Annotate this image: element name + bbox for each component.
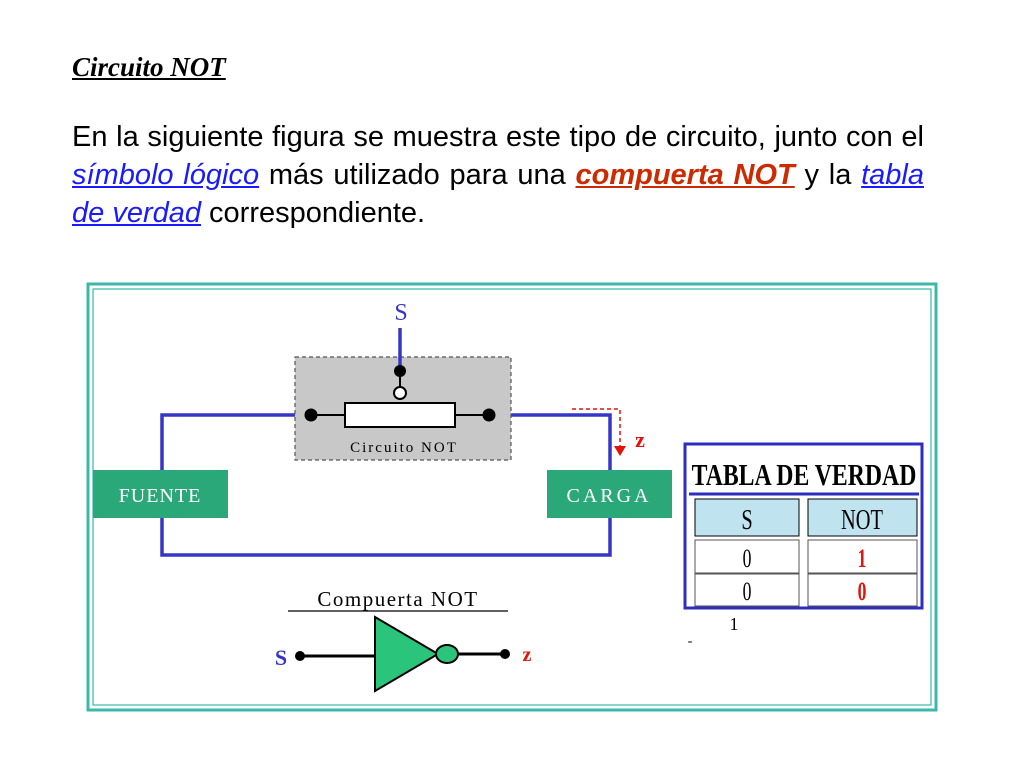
not-gate-bubble [435, 644, 459, 664]
truth-table-cell [694, 573, 800, 607]
truth-table-header-s [694, 498, 800, 537]
circuit-wire [160, 518, 612, 557]
page-title: Circuito NOT [72, 52, 226, 82]
symbol-link[interactable]: símbolo lógico [72, 159, 260, 191]
gate-title: Compuerta NOT [317, 587, 478, 611]
circuit-wire [490, 413, 612, 480]
source-box [93, 470, 228, 518]
truth-table-cell [807, 539, 918, 574]
load-label: CARGA [566, 485, 651, 507]
output-arrow-head [614, 446, 626, 456]
truth-table-fragment-bg [713, 610, 759, 630]
gate-input-terminal [295, 651, 305, 661]
output-label-z: z [635, 427, 645, 452]
truth-table-value: 0 [743, 576, 752, 605]
switch-terminal-right [482, 408, 496, 422]
truth-table-link[interactable]: tabla de verdad [72, 159, 924, 229]
gate-output-label: z [523, 644, 532, 666]
truth-table-fragment: 1 [730, 614, 739, 634]
paragraph-text: y la [794, 159, 862, 191]
source-label: FUENTE [119, 485, 202, 507]
truth-table-header-not [807, 498, 918, 537]
truth-table-value: 0 [743, 543, 752, 572]
gate-input-label: S [275, 645, 287, 670]
description-paragraph: En la siguiente figura se muestra este t… [72, 118, 924, 232]
highlight-term: compuerta NOT [575, 159, 795, 191]
truth-table-dash: - [688, 634, 693, 649]
output-arrow [572, 408, 621, 448]
paragraph-text: correspondiente. [201, 197, 426, 229]
switch-pivot [393, 386, 407, 400]
circuit-wire [160, 413, 310, 490]
switch-pin [394, 365, 406, 377]
input-label-s: S [394, 300, 407, 326]
truth-table-value: 0 [858, 576, 867, 605]
truth-table-cell [807, 573, 918, 607]
switch-terminal-left [304, 408, 318, 422]
load-box [547, 470, 672, 518]
truth-table-value: 1 [858, 543, 867, 572]
figure-frame [86, 282, 938, 712]
truth-table-cell [694, 539, 800, 574]
gate-output-terminal [500, 649, 510, 659]
switch-caption: Circuito NOT [350, 440, 458, 456]
truth-table-header-not-label: NOT [841, 505, 883, 536]
not-gate-triangle [374, 615, 440, 693]
truth-table: TABLA DE VERDAD S NOT 0 1 0 0 1 - [683, 442, 924, 649]
switch-resistor [344, 402, 456, 428]
paragraph-text: En la siguiente figura se muestra este t… [72, 121, 924, 153]
truth-table-title: TABLA DE VERDAD [692, 457, 917, 492]
truth-table-header-s-label: S [741, 505, 752, 536]
truth-table-title-bg [689, 448, 919, 493]
paragraph-text: más utilizado para una [259, 159, 576, 191]
